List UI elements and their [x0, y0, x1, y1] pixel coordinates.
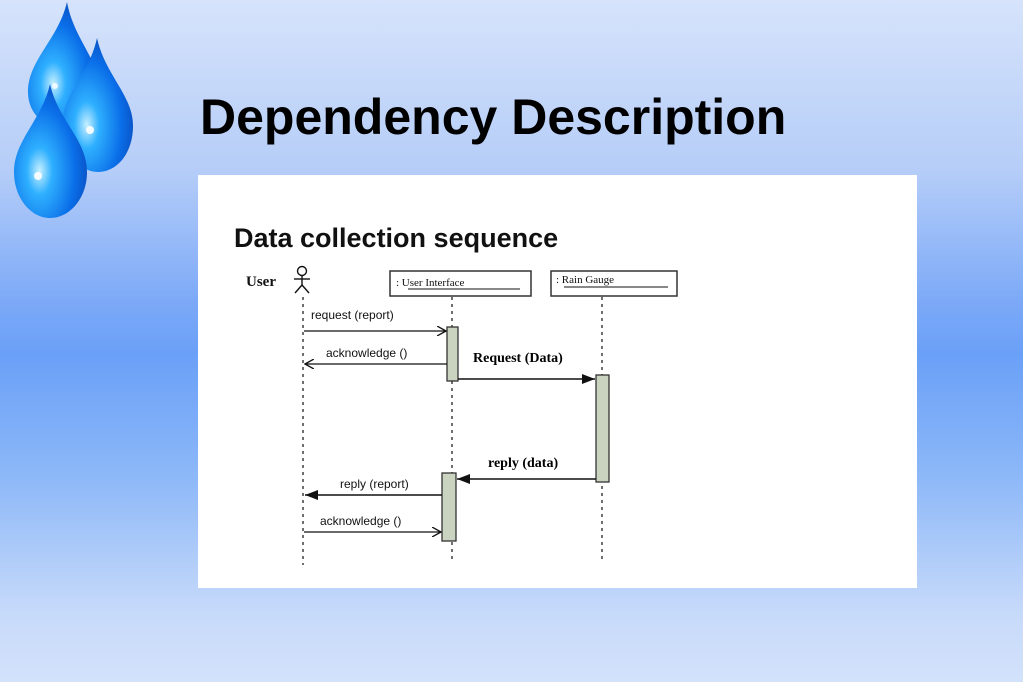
diagram-title: Data collection sequence [234, 223, 558, 253]
message-label-request-report: request (report) [311, 308, 394, 322]
activation-bar-user-interface-2 [441, 472, 457, 542]
message-label-reply-data: reply (data) [488, 456, 558, 471]
water-drop-right-icon [62, 38, 133, 172]
lifeline-box-rain-gauge: : Rain Gauge [550, 270, 678, 297]
water-drop-front-icon [14, 84, 87, 218]
activation-bar-rain-gauge [595, 374, 610, 483]
message-label-acknowledge-1: acknowledge () [326, 346, 407, 360]
lifeline-label-user-interface: : User Interface [396, 277, 465, 289]
lifeline-box-user-interface: : User Interface [389, 270, 532, 297]
stick-figure-icon [294, 265, 310, 294]
actor-label: User [246, 274, 276, 290]
message-label-acknowledge-2: acknowledge () [320, 514, 401, 528]
message-label-reply-report: reply (report) [340, 477, 409, 491]
page-title: Dependency Description [200, 89, 787, 145]
sequence-diagram: Data collection sequence User : User Int… [234, 223, 678, 565]
lifeline-label-rain-gauge: : Rain Gauge [556, 274, 614, 286]
message-label-request-data: Request (Data) [473, 351, 563, 366]
activation-bar-user-interface-1 [446, 326, 459, 382]
sequence-diagram-panel: Data collection sequence User : User Int… [198, 175, 917, 588]
water-drops-icon [14, 2, 133, 218]
